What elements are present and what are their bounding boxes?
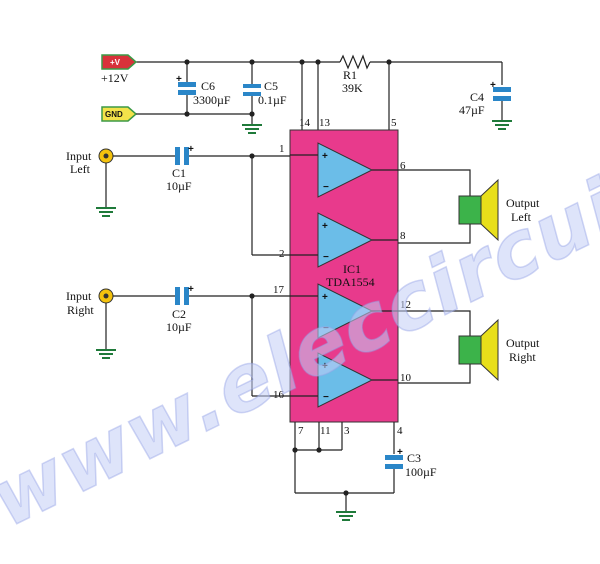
- ic-part: TDA1554: [326, 275, 375, 289]
- speaker-right-icon: [458, 318, 499, 382]
- svg-text:+: +: [322, 221, 328, 232]
- speaker-left-icon: [458, 178, 499, 242]
- pin-7: 7: [298, 425, 304, 437]
- ground-icon: [96, 207, 116, 217]
- vplus-tag-label: +V: [110, 58, 121, 67]
- output-left-line2: Left: [511, 210, 532, 224]
- c4-plus-sign: +: [490, 80, 496, 91]
- c2-ref: C2: [172, 307, 186, 321]
- capacitor-c1: +: [175, 144, 194, 165]
- power-rail: [135, 59, 503, 85]
- ground-icon: [336, 511, 356, 521]
- input-right-jack: [98, 288, 114, 304]
- r1-value: 39K: [342, 81, 363, 95]
- capacitor-c4: +: [490, 80, 511, 120]
- pin-8: 8: [400, 230, 406, 242]
- pin-4: 4: [397, 425, 403, 437]
- svg-text:+: +: [397, 447, 403, 458]
- vplus-tag: +V: [101, 54, 138, 70]
- input-left-line2: Left: [70, 162, 91, 176]
- c1-value: 10µF: [166, 179, 192, 193]
- c3-value: 100µF: [405, 465, 437, 479]
- svg-text:+: +: [322, 292, 328, 303]
- input-right-line1: Input: [66, 289, 92, 303]
- output-right-line1: Output: [506, 336, 540, 350]
- pin-14: 14: [299, 117, 311, 129]
- pin-10: 10: [400, 372, 412, 384]
- c4-ref: C4: [470, 90, 484, 104]
- ic-name: IC1: [343, 262, 361, 276]
- input-right-line2: Right: [67, 303, 94, 317]
- pin-17: 17: [273, 284, 285, 296]
- capacitor-c2: +: [175, 284, 194, 305]
- amplifier-3: +−: [317, 283, 374, 339]
- pin-5: 5: [391, 117, 397, 129]
- c3-ref: C3: [407, 451, 421, 465]
- amplifier-1: +−: [317, 142, 374, 198]
- capacitor-c6: +: [176, 62, 196, 114]
- amplifier-2: +−: [317, 212, 374, 268]
- gnd-tag-label: GND: [105, 110, 123, 119]
- ground-icon: [96, 349, 116, 359]
- svg-text:+: +: [322, 361, 328, 372]
- supply-voltage-label: +12V: [101, 71, 129, 85]
- ground-icon: [242, 124, 262, 134]
- pin-12: 12: [400, 299, 411, 311]
- capacitor-c5: [243, 62, 261, 124]
- c6-value: 3300µF: [193, 93, 231, 107]
- pin-6: 6: [400, 160, 406, 172]
- pin-11: 11: [320, 425, 331, 437]
- c5-ref: C5: [264, 79, 278, 93]
- output-left-line1: Output: [506, 196, 540, 210]
- amplifier-4: +−: [317, 352, 374, 408]
- capacitor-c3: +: [385, 447, 403, 469]
- pin-1: 1: [279, 143, 285, 155]
- svg-text:+: +: [322, 151, 328, 162]
- c5-value: 0.1µF: [258, 93, 287, 107]
- svg-text:−: −: [323, 182, 329, 193]
- pin-16: 16: [273, 389, 285, 401]
- pin-13: 13: [319, 117, 331, 129]
- svg-text:−: −: [323, 252, 329, 263]
- output-right-line2: Right: [509, 350, 536, 364]
- pin-2: 2: [279, 248, 285, 260]
- svg-text:+: +: [188, 144, 194, 155]
- svg-text:−: −: [323, 392, 329, 403]
- c6-plus-sign: +: [176, 74, 182, 85]
- svg-text:+: +: [188, 284, 194, 295]
- input-left-jack: [98, 148, 114, 164]
- gnd-tag: GND: [101, 106, 138, 122]
- pin-3: 3: [344, 425, 350, 437]
- r1-ref: R1: [343, 68, 357, 82]
- c4-value: 47µF: [459, 103, 485, 117]
- ground-icon: [492, 120, 512, 130]
- c1-ref: C1: [172, 166, 186, 180]
- input-left-line1: Input: [66, 149, 92, 163]
- resistor-r1: [339, 54, 371, 70]
- svg-text:−: −: [323, 323, 329, 334]
- c2-value: 10µF: [166, 320, 192, 334]
- c6-ref: C6: [201, 79, 215, 93]
